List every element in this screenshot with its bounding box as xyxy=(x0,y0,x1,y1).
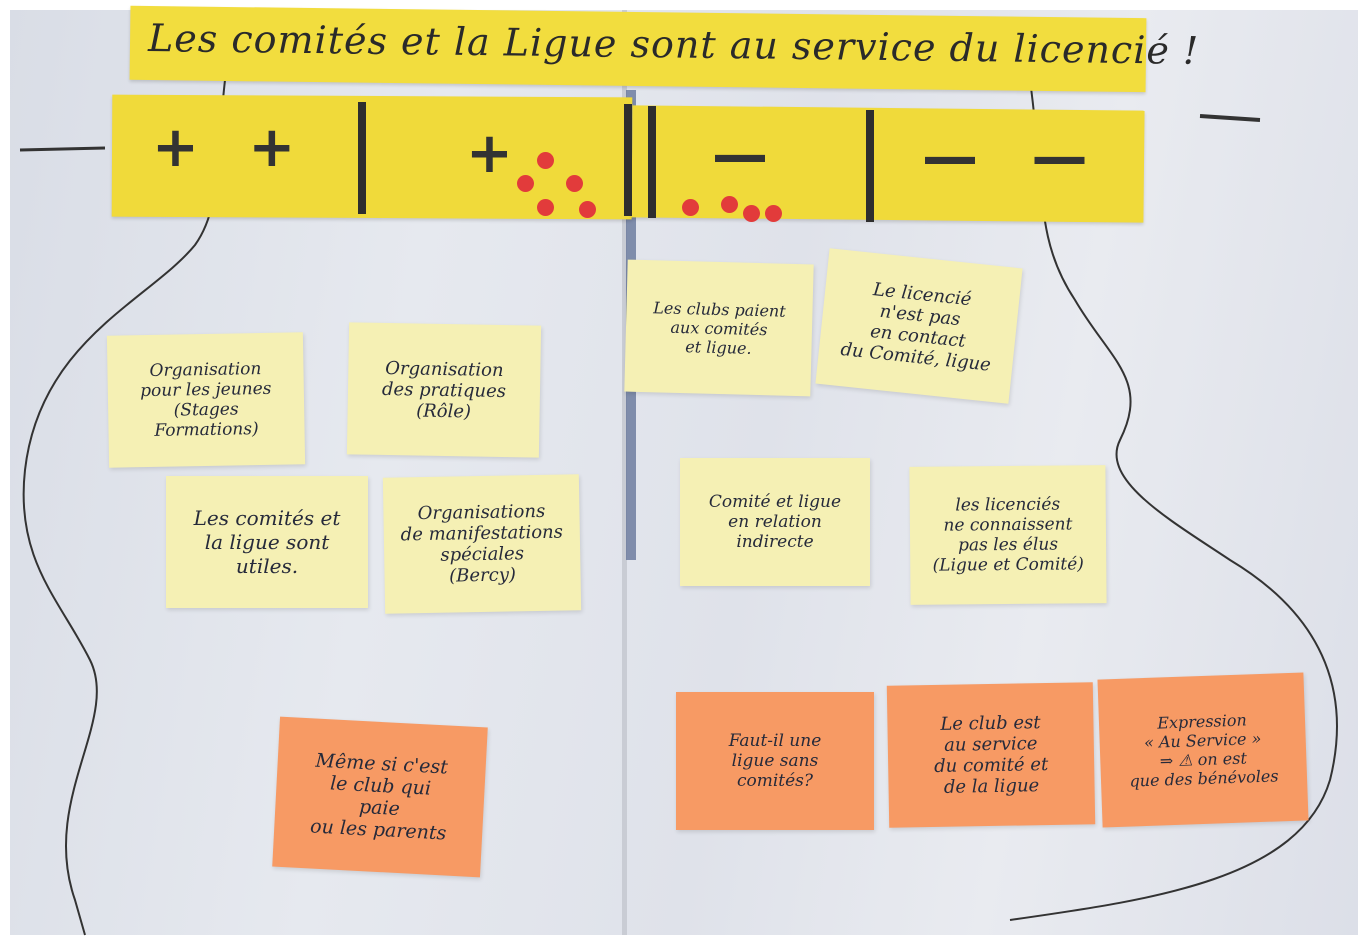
paper-fold xyxy=(622,10,627,935)
scale-divider-2b xyxy=(648,106,656,218)
sticky-note: Faut-il une ligue sans comités? xyxy=(676,692,874,830)
scale-divider-1 xyxy=(358,102,366,214)
scale-divider-2a xyxy=(624,104,632,216)
sticky-note: Comité et ligue en relation indirecte xyxy=(680,458,870,586)
scale-double-plus: + + xyxy=(152,115,296,180)
vote-dot xyxy=(579,201,596,218)
vote-dot xyxy=(517,175,534,192)
vote-dot xyxy=(566,175,583,192)
scale-double-minus: — — xyxy=(922,125,1088,190)
vote-dot xyxy=(682,199,699,216)
sticky-note: Expression « Au Service » ⇒ ⚠ on est que… xyxy=(1097,672,1309,828)
banner: Les comités et la Ligue sont au service … xyxy=(129,5,1200,93)
sticky-note: Les comités et la ligue sont utiles. xyxy=(166,476,368,608)
sticky-note: Organisation pour les jeunes (Stages For… xyxy=(106,332,306,468)
sticky-note: Le licencié n'est pas en contact du Comi… xyxy=(815,248,1023,404)
vote-dot xyxy=(537,199,554,216)
vote-dot xyxy=(537,152,554,169)
vote-dot xyxy=(721,196,738,213)
sticky-note: Même si c'est le club qui paie ou les pa… xyxy=(272,716,488,878)
sticky-note: Organisation des pratiques (Rôle) xyxy=(346,322,542,458)
banner-title: Les comités et la Ligue sont au service … xyxy=(147,16,1200,73)
scale-divider-3 xyxy=(866,110,874,222)
vote-dot xyxy=(765,205,782,222)
scale-plus: + xyxy=(466,121,513,186)
sticky-note: Le club est au service du comité et de l… xyxy=(886,682,1096,828)
vote-dot xyxy=(743,205,760,222)
scale-minus: — xyxy=(712,123,768,188)
sticky-note: Organisations de manifestations spéciale… xyxy=(382,474,582,614)
sticky-note: Les clubs paient aux comités et ligue. xyxy=(624,259,814,397)
sticky-note: les licenciés ne connaissent pas les élu… xyxy=(909,465,1107,605)
